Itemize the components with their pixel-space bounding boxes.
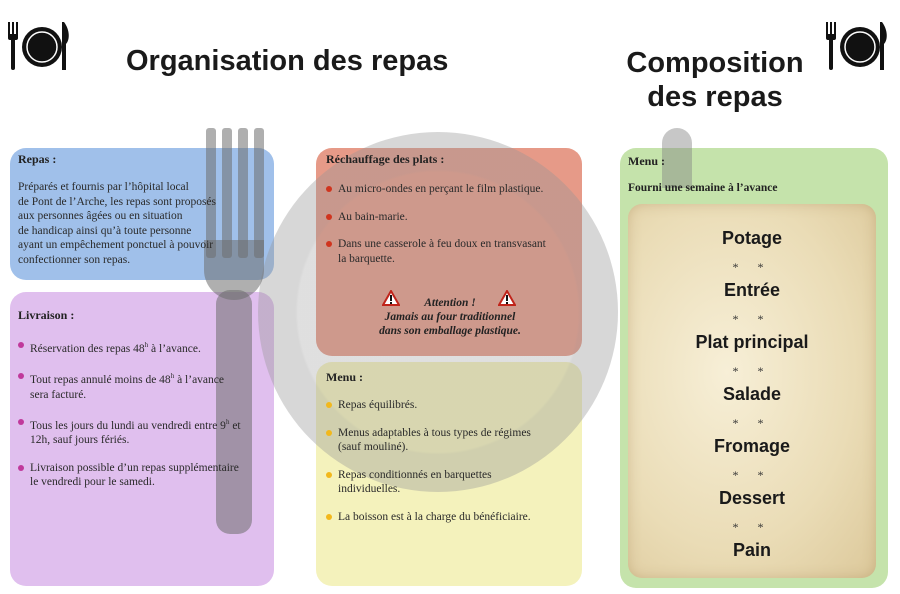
separator: * * [732, 520, 772, 534]
bullet-icon [18, 464, 24, 471]
rechauffage-list: Au micro-ondes en perçant le film plasti… [326, 182, 578, 279]
course-item: Salade [722, 384, 782, 404]
plate-cutlery-icon [8, 22, 69, 70]
background-fork-icon [238, 128, 248, 258]
warning-icon [498, 290, 516, 306]
background-knife-icon [662, 128, 692, 188]
repas-line: confectionner son repas. [18, 253, 131, 266]
page-title-right-line1: Composition [626, 47, 804, 79]
bullet-icon [326, 402, 332, 408]
repas-text: Préparés et fournis par l’hôpital local … [18, 180, 268, 267]
warning-icon [382, 290, 400, 306]
background-plate-icon [258, 132, 618, 492]
separator: * * [732, 364, 772, 378]
list-item: Livraison possible d’un repas supplément… [18, 461, 268, 490]
page-title-right-line2: des repas [647, 81, 783, 113]
course-item: Dessert [718, 488, 786, 508]
list-item: Tout repas annulé moins de 48h à l’avanc… [18, 369, 268, 402]
menu-parchment [628, 204, 876, 578]
attention-line: Jamais au four traditionnel [384, 311, 516, 323]
menu-title: Menu : [326, 370, 363, 384]
list-item: Tous les jours du lundi au vendredi entr… [18, 415, 268, 448]
repas-line: ayant un empêchement ponctuel à pouvoir [18, 239, 214, 251]
bullet-icon [326, 471, 332, 478]
attention-title: Attention ! [424, 297, 476, 309]
list-item: Au micro-ondes en perçant le film plasti… [326, 182, 578, 197]
course-item: Potage [721, 228, 782, 248]
background-fork-icon [222, 128, 232, 258]
bullet-icon [326, 213, 332, 220]
course-item: Fromage [713, 436, 791, 456]
course-item: Pain [732, 540, 771, 560]
bullet-icon [18, 342, 24, 348]
rechauffage-panel [316, 148, 582, 356]
repas-line: de Pont de l’Arche, les repas sont propo… [18, 195, 217, 208]
course-item: Plat principal [695, 332, 809, 352]
composition-subtitle: Fourni une semaine à l’avance [628, 182, 778, 194]
page-title-left: Organisation des repas [126, 45, 449, 77]
bullet-icon [326, 186, 332, 192]
list-item: Repas équilibrés. [326, 398, 578, 413]
page-title-right: Composition des repas [620, 46, 810, 114]
menu-list: Repas équilibrés. Menus adaptables à tou… [326, 398, 578, 537]
bullet-icon [326, 429, 332, 436]
separator: * * [732, 468, 772, 482]
separator: * * [732, 260, 772, 274]
repas-line: de handicap ainsi qu’à toute personne [18, 224, 192, 237]
separator: * * [732, 416, 772, 430]
list-item: Menus adaptables à tous types de régimes… [326, 426, 578, 455]
menu-panel [316, 362, 582, 586]
background-fork-icon [206, 128, 216, 258]
repas-line: aux personnes âgées ou en situation [18, 210, 183, 222]
bullet-icon [326, 513, 332, 520]
attention-notice: Attention ! Jamais au four traditionnel … [330, 296, 570, 338]
livraison-list: Réservation des repas 48h à l’avance. To… [18, 338, 268, 503]
background-fork-icon [216, 290, 252, 534]
composition-menu-title: Menu : [628, 154, 665, 168]
course-item: Entrée [723, 280, 781, 300]
list-item: Au bain-marie. [326, 210, 578, 225]
list-item: La boisson est à la charge du bénéficiai… [326, 510, 578, 525]
repas-title: Repas : [18, 152, 57, 166]
plate-cutlery-icon [826, 22, 887, 70]
bullet-icon [326, 241, 332, 247]
attention-line: dans son emballage plastique. [379, 325, 521, 337]
rechauffage-title: Réchauffage des plats : [326, 152, 445, 166]
background-fork-icon [254, 128, 264, 258]
repas-line: Préparés et fournis par l’hôpital local [18, 181, 189, 193]
livraison-title: Livraison : [18, 308, 75, 322]
separator: * * [732, 312, 772, 326]
bullet-icon [18, 419, 24, 426]
list-item: Dans une casserole à feu doux en transva… [326, 237, 578, 266]
bullet-icon [18, 373, 24, 380]
list-item: Réservation des repas 48h à l’avance. [18, 338, 268, 356]
